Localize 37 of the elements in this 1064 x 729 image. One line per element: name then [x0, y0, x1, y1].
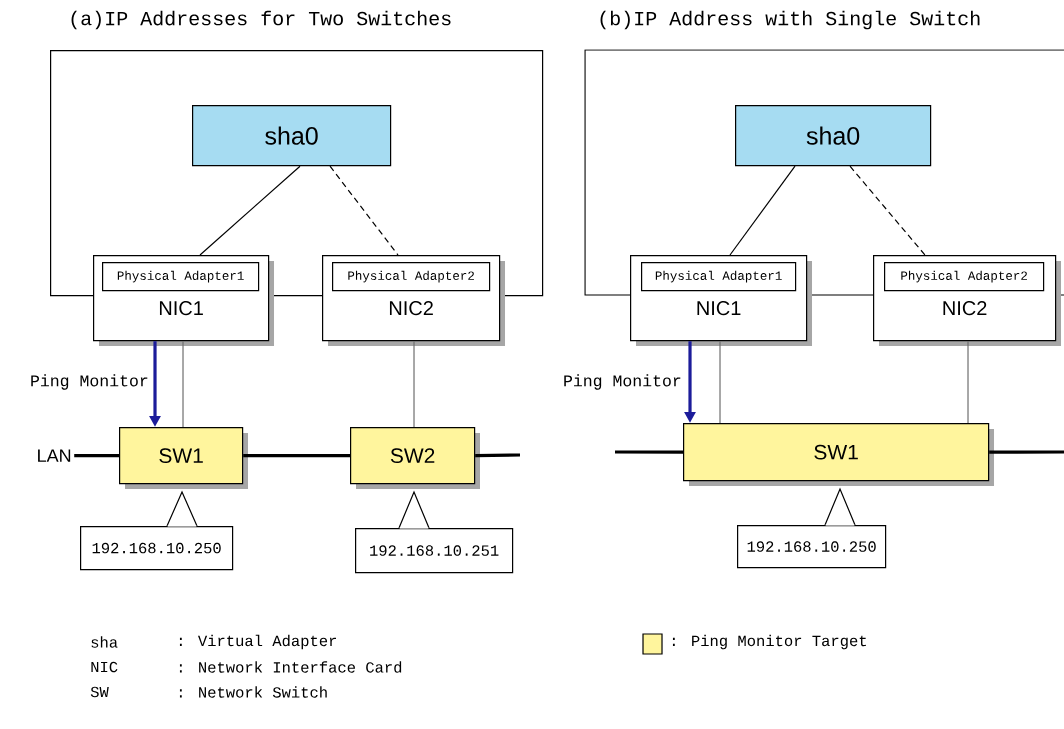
switch-box: SW1 [119, 427, 248, 489]
edge-label: Ping Monitor [29, 373, 150, 391]
abbreviation: SW [90, 686, 109, 698]
connector-line [967, 340, 969, 424]
adapter-box: Physical Adapter1 [102, 262, 260, 292]
lan-line [475, 453, 521, 458]
edge-label: Ping Monitor [562, 373, 683, 391]
legend-text: : Ping Monitor Target [672, 634, 866, 650]
connector-line [849, 165, 926, 256]
connector-line [329, 165, 399, 256]
adapter-box: Physical Adapter2 [884, 262, 1045, 292]
connector-line [182, 340, 184, 428]
panel-title: (a)IP Addresses for Two Switches [71, 10, 451, 30]
adapter-box: Physical Adapter1 [641, 262, 797, 292]
panel-title: (b)IP Address with Single Switch [600, 10, 980, 30]
lan-line [74, 454, 119, 458]
virtual-adapter-box: sha0 [735, 105, 932, 167]
abbreviation: NIC [91, 661, 118, 673]
network-label: LAN [36, 443, 72, 468]
lan-line [989, 450, 1064, 454]
definition: : Network Interface Card [179, 661, 402, 673]
connector-line [413, 340, 415, 428]
connector-line [729, 165, 796, 256]
address-callout: 192.168.10.250 [80, 490, 234, 571]
address-callout: 192.168.10.250 [737, 487, 887, 569]
definition: : Network Switch [179, 686, 327, 698]
definition: : Virtual Adapter [179, 634, 336, 650]
switch-box: SW2 [350, 427, 480, 489]
connector-line [199, 165, 301, 256]
virtual-adapter-box: sha0 [192, 105, 392, 167]
connector-line [719, 340, 721, 424]
adapter-box: Physical Adapter2 [332, 262, 491, 292]
lan-line [243, 454, 350, 458]
address-callout: 192.168.10.251 [355, 490, 514, 574]
abbreviation: sha [91, 636, 118, 648]
switch-box: SW1 [683, 423, 994, 486]
lan-line [615, 450, 683, 454]
